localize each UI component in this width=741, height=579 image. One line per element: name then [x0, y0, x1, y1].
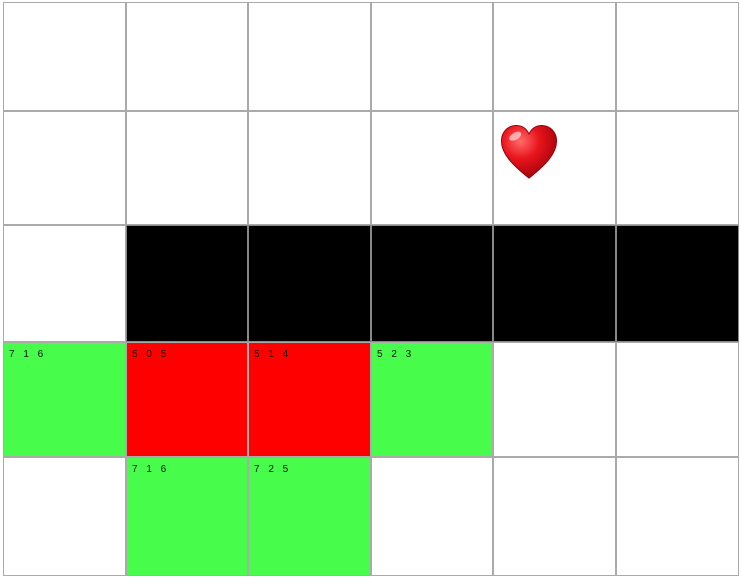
grid-cell-r3-c2[interactable]: 5 1 4	[248, 342, 371, 457]
grid-cell-r2-c3[interactable]	[371, 225, 493, 342]
grid-cell-r1-c0[interactable]	[3, 111, 126, 225]
grid-cell-r2-c1[interactable]	[126, 225, 248, 342]
cell-score-label: 7 1 6	[9, 349, 47, 360]
grid-cell-r4-c2[interactable]: 7 2 5	[248, 457, 371, 576]
grid-cell-r4-c3[interactable]	[371, 457, 493, 576]
cell-score-label: 7 1 6	[132, 464, 170, 475]
grid-cell-r4-c4[interactable]	[493, 457, 616, 576]
grid-cell-r4-c0[interactable]	[3, 457, 126, 576]
grid-cell-r2-c0[interactable]	[3, 225, 126, 342]
grid-cell-r0-c5[interactable]	[616, 2, 739, 111]
grid-cell-r2-c5[interactable]	[616, 225, 739, 342]
grid-cell-r3-c4[interactable]	[493, 342, 616, 457]
grid-cell-r0-c1[interactable]	[126, 2, 248, 111]
grid-cell-r3-c5[interactable]	[616, 342, 739, 457]
grid-cell-r4-c5[interactable]	[616, 457, 739, 576]
grid-cell-r1-c2[interactable]	[248, 111, 371, 225]
cell-score-label: 5 0 5	[132, 349, 170, 360]
grid-cell-r3-c1[interactable]: 5 0 5	[126, 342, 248, 457]
heart-icon	[500, 124, 558, 179]
grid-cell-r2-c4[interactable]	[493, 225, 616, 342]
grid-cell-r0-c0[interactable]	[3, 2, 126, 111]
grid-cell-r3-c3[interactable]: 5 2 3	[371, 342, 493, 457]
grid-cell-r4-c1[interactable]: 7 1 6	[126, 457, 248, 576]
grid-cell-r1-c1[interactable]	[126, 111, 248, 225]
grid-cell-r1-c3[interactable]	[371, 111, 493, 225]
cell-score-label: 7 2 5	[254, 464, 292, 475]
cell-score-label: 5 2 3	[377, 349, 415, 360]
grid-cell-r1-c5[interactable]	[616, 111, 739, 225]
grid-cell-r0-c2[interactable]	[248, 2, 371, 111]
grid-cell-r0-c4[interactable]	[493, 2, 616, 111]
grid-cell-r0-c3[interactable]	[371, 2, 493, 111]
grid-cell-r2-c2[interactable]	[248, 225, 371, 342]
cell-score-label: 5 1 4	[254, 349, 292, 360]
grid-cell-r3-c0[interactable]: 7 1 6	[3, 342, 126, 457]
